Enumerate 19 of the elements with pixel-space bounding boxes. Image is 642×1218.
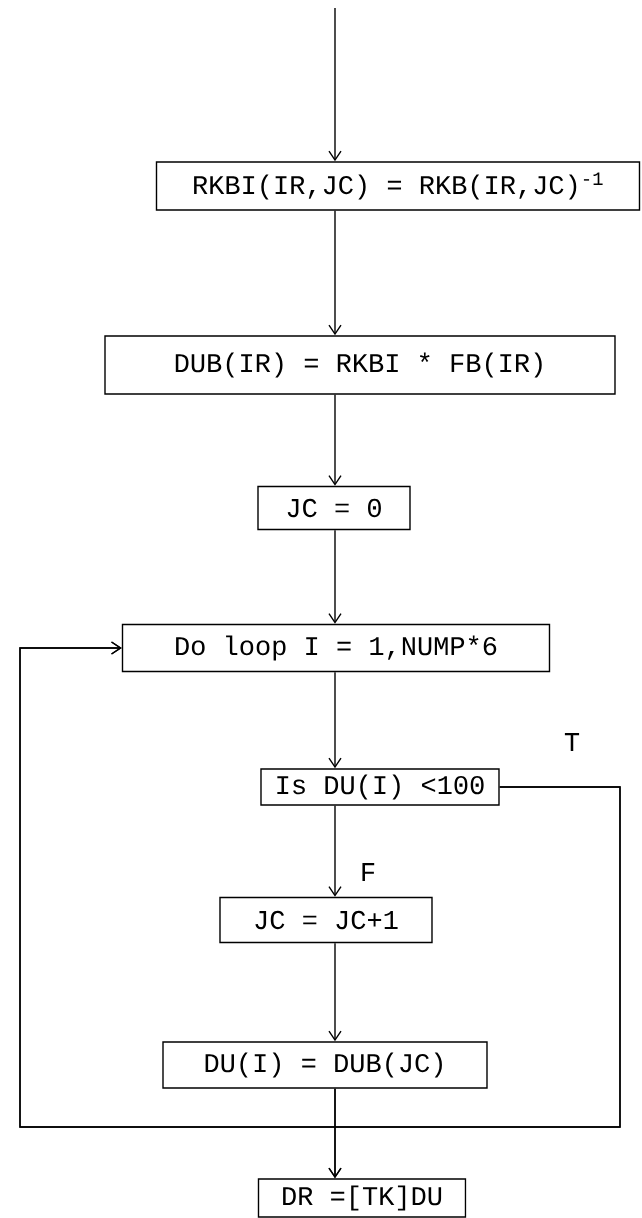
process-box: DU(I) = DUB(JC) — [162, 1041, 488, 1089]
process-box: DUB(IR) = RKBI * FB(IR) — [104, 335, 616, 395]
process-box: JC = 0 — [257, 485, 411, 531]
arrow — [328, 1088, 342, 1179]
process-box: JC = JC+1 — [219, 896, 433, 944]
arrow — [19, 641, 336, 1128]
edge-label: T — [562, 732, 582, 752]
process-box: Is DU(I) <100 — [260, 768, 500, 806]
arrow — [328, 210, 342, 336]
arrow — [328, 529, 342, 624]
arrow — [328, 7, 342, 162]
arrow — [328, 942, 342, 1042]
arrow — [328, 671, 342, 769]
process-box: RKBI(IR,JC) = RKB(IR,JC)$^{-1}$ — [155, 161, 641, 211]
process-box: Do loop I = 1,NUMP*6 — [121, 623, 551, 673]
edge-label: F — [358, 862, 378, 882]
arrow — [328, 394, 342, 486]
arrow — [328, 805, 342, 897]
process-box: DR =[TK]DU — [257, 1178, 467, 1218]
